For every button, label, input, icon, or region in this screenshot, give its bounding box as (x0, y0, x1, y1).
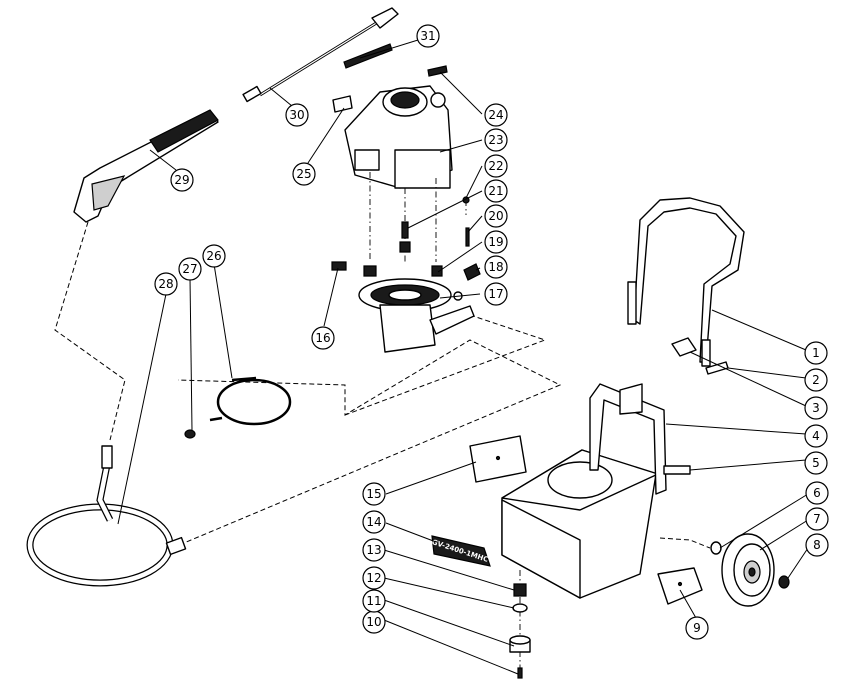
callout-4: 4 (804, 424, 828, 448)
callout-30: 30 (285, 103, 309, 127)
callout-18: 18 (484, 255, 508, 279)
callout-5: 5 (804, 451, 828, 475)
callout-27: 27 (178, 257, 202, 281)
high-pressure-hose (26, 445, 187, 587)
svg-text:30: 30 (289, 108, 304, 122)
callout-16: 16 (311, 326, 335, 350)
svg-text:4: 4 (812, 429, 820, 443)
foot-hardware (509, 570, 531, 679)
callout-6: 6 (805, 481, 829, 505)
callout-7: 7 (805, 507, 829, 531)
decal-14: GV-2400-1MHC (431, 535, 491, 567)
pump-fitting (331, 261, 347, 271)
svg-text:3: 3 (812, 401, 820, 415)
callout-10: 10 (362, 610, 386, 634)
svg-text:14: 14 (366, 515, 381, 529)
svg-text:12: 12 (366, 571, 381, 585)
callout-23: 23 (484, 128, 508, 152)
axle-nut (778, 575, 790, 589)
axle-dash (659, 537, 711, 549)
frame-bracket (663, 465, 691, 475)
callout-28: 28 (154, 272, 178, 296)
callout-1: 1 (804, 341, 828, 365)
chemical-filter (184, 429, 196, 439)
callout-29: 29 (170, 168, 194, 192)
hose-routing-lines (54, 221, 562, 549)
leader-lines (117, 39, 809, 675)
svg-text:23: 23 (488, 133, 503, 147)
callout-9: 9 (685, 616, 709, 640)
callout-15: 15 (362, 482, 386, 506)
svg-text:17: 17 (488, 287, 503, 301)
handle-knob (671, 337, 697, 357)
axle-washer (710, 541, 722, 555)
svg-text:26: 26 (206, 249, 221, 263)
callout-17: 17 (484, 282, 508, 306)
callout-12: 12 (362, 566, 386, 590)
callout-2: 2 (804, 368, 828, 392)
engine-decals (332, 65, 448, 113)
svg-text:1: 1 (812, 346, 820, 360)
svg-text:18: 18 (488, 260, 503, 274)
spray-wand (242, 7, 399, 103)
frame (501, 383, 667, 599)
svg-text:6: 6 (813, 486, 821, 500)
callout-14: 14 (362, 510, 386, 534)
svg-text:22: 22 (488, 159, 503, 173)
svg-text:10: 10 (366, 615, 381, 629)
svg-text:15: 15 (366, 487, 381, 501)
svg-text:31: 31 (420, 29, 435, 43)
svg-text:11: 11 (366, 594, 381, 608)
svg-text:7: 7 (813, 512, 821, 526)
svg-text:19: 19 (488, 235, 503, 249)
callout-26: 26 (202, 244, 226, 268)
chemical-injection-tube (209, 376, 292, 426)
callout-25: 25 (292, 162, 316, 186)
callout-3: 3 (804, 396, 828, 420)
svg-text:16: 16 (315, 331, 330, 345)
svg-text:28: 28 (158, 277, 173, 291)
callout-22: 22 (484, 154, 508, 178)
decal-15 (469, 435, 527, 483)
wheel (721, 533, 775, 607)
pump (358, 278, 475, 353)
svg-text:9: 9 (693, 621, 701, 635)
svg-text:5: 5 (812, 456, 820, 470)
svg-text:25: 25 (296, 167, 311, 181)
svg-text:24: 24 (488, 108, 503, 122)
callout-8: 8 (805, 533, 829, 557)
engine (344, 85, 453, 189)
decal-9 (657, 567, 703, 605)
callout-13: 13 (362, 538, 386, 562)
svg-text:27: 27 (182, 262, 197, 276)
svg-text:20: 20 (488, 209, 503, 223)
svg-text:8: 8 (813, 538, 821, 552)
handle (627, 197, 745, 367)
callout-19: 19 (484, 230, 508, 254)
spray-gun (73, 109, 219, 223)
callout-31: 31 (416, 24, 440, 48)
callout-21: 21 (484, 179, 508, 203)
svg-text:13: 13 (366, 543, 381, 557)
callout-11: 11 (362, 589, 386, 613)
svg-text:2: 2 (812, 373, 820, 387)
svg-text:21: 21 (488, 184, 503, 198)
callout-20: 20 (484, 204, 508, 228)
svg-text:29: 29 (174, 173, 189, 187)
callout-24: 24 (484, 103, 508, 127)
